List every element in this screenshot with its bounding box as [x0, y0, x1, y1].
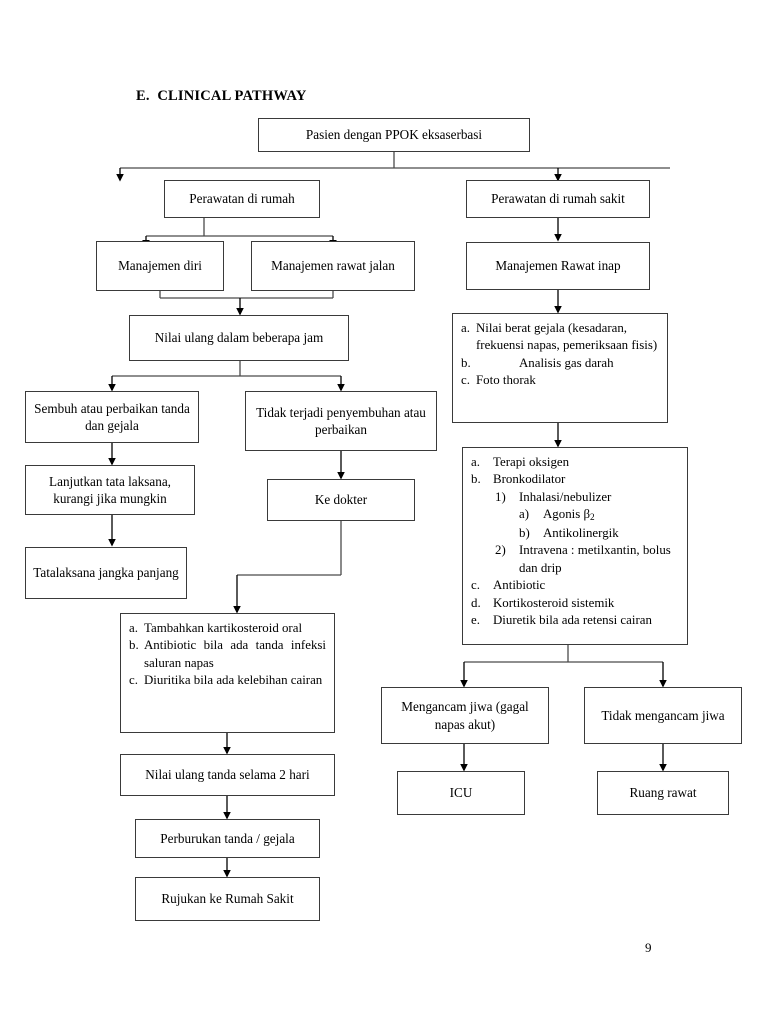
list-marker: d. — [471, 595, 481, 610]
node-ward: Ruang rawat — [597, 771, 729, 815]
list-text: Nilai berat gejala (kesadaran, frekuensi… — [476, 321, 658, 353]
section-heading: E. CLINICAL PATHWAY — [136, 88, 307, 104]
node-worsening: Perburukan tanda / gejala — [135, 819, 320, 858]
list-text: Inhalasi/nebulizer — [519, 489, 612, 504]
list-text-agonis: Agonis β2 — [543, 507, 595, 524]
node-not-recovered: Tidak terjadi penyembuhan atau perbaikan — [245, 391, 437, 451]
node-recovered: Sembuh atau perbaikan tanda dan gejala — [25, 391, 199, 443]
node-add-therapy-box: a. Tambahkan kartikosteroid oral b. Anti… — [120, 613, 335, 733]
list-text: Antibiotic bila ada tanda infeksi salura… — [144, 638, 326, 670]
therapy-item: e. Diuretik bila ada retensi cairan — [471, 612, 679, 629]
list-text: Diuritika bila ada kelebihan cairan — [144, 673, 323, 688]
therapy-item: 1) Inhalasi/nebulizer — [471, 489, 679, 506]
list-text: Terapi oksigen — [493, 455, 570, 469]
add-therapy-item: c. Diuritika bila ada kelebihan cairan — [129, 672, 326, 689]
assessment-item: b. Analisis gas darah — [461, 355, 659, 372]
list-marker: e. — [471, 612, 480, 627]
node-therapy-box: a. Terapi oksigen b. Bronkodilator 1) In… — [462, 447, 688, 645]
therapy-item: b. Bronkodilator — [471, 471, 679, 488]
list-marker: b. — [471, 472, 481, 487]
node-hospital-care: Perawatan di rumah sakit — [466, 180, 650, 218]
page-number: 9 — [645, 940, 652, 955]
list-marker: c. — [461, 373, 470, 388]
node-outpatient-management: Manajemen rawat jalan — [251, 241, 415, 291]
node-reassess-hours: Nilai ulang dalam beberapa jam — [129, 315, 349, 361]
node-start: Pasien dengan PPOK eksaserbasi — [258, 118, 530, 152]
list-marker: c. — [129, 673, 138, 688]
node-reassess-2days: Nilai ulang tanda selama 2 hari — [120, 754, 335, 796]
list-text: Intravena : metilxantin, bolus dan drip — [519, 543, 671, 575]
list-text: Foto thorak — [476, 373, 536, 388]
node-referral: Rujukan ke Rumah Sakit — [135, 877, 320, 921]
list-marker: c. — [471, 578, 480, 593]
node-assessment-box: a. Nilai berat gejala (kesadaran, frekue… — [452, 313, 668, 423]
node-not-life-threatening: Tidak mengancam jiwa — [584, 687, 742, 744]
add-therapy-item: a. Tambahkan kartikosteroid oral — [129, 620, 326, 637]
list-text: Kortikosteroid sistemik — [493, 595, 615, 610]
list-text: Bronkodilator — [493, 472, 566, 487]
list-marker: b. — [129, 638, 139, 653]
list-marker: b. — [461, 355, 471, 370]
add-therapy-item: b. Antibiotic bila ada tanda infeksi sal… — [129, 637, 326, 672]
node-home-care: Perawatan di rumah — [164, 180, 320, 218]
list-text: Analisis gas darah — [519, 355, 614, 370]
therapy-item: a) Agonis β2 — [471, 506, 679, 525]
list-marker: a. — [129, 621, 138, 635]
therapy-item: b) Antikolinergik — [471, 525, 679, 542]
node-long-term: Tatalaksana jangka panjang — [25, 547, 187, 599]
node-to-doctor: Ke dokter — [267, 479, 415, 521]
list-text: Antikolinergik — [543, 525, 619, 540]
node-life-threatening: Mengancam jiwa (gagal napas akut) — [381, 687, 549, 744]
list-marker: b) — [519, 525, 530, 540]
node-self-management: Manajemen diri — [96, 241, 224, 291]
list-marker: 1) — [495, 489, 506, 504]
list-text: Antibiotic — [493, 578, 546, 593]
node-inpatient-management: Manajemen Rawat inap — [466, 242, 650, 290]
therapy-item: d. Kortikosteroid sistemik — [471, 595, 679, 612]
list-marker: a) — [519, 507, 530, 522]
assessment-item: a. Nilai berat gejala (kesadaran, frekue… — [461, 320, 659, 355]
node-continue-treatment: Lanjutkan tata laksana, kurangi jika mun… — [25, 465, 195, 515]
therapy-item: a. Terapi oksigen — [471, 454, 679, 471]
therapy-item: c. Antibiotic — [471, 577, 679, 594]
list-marker: 2) — [495, 543, 506, 558]
assessment-item: c. Foto thorak — [461, 372, 659, 389]
list-text: Tambahkan kartikosteroid oral — [144, 621, 303, 635]
list-text: Diuretik bila ada retensi cairan — [493, 612, 652, 627]
node-icu: ICU — [397, 771, 525, 815]
list-marker: a. — [471, 455, 480, 469]
therapy-item: 2) Intravena : metilxantin, bolus dan dr… — [471, 542, 679, 577]
list-marker: a. — [461, 321, 470, 335]
